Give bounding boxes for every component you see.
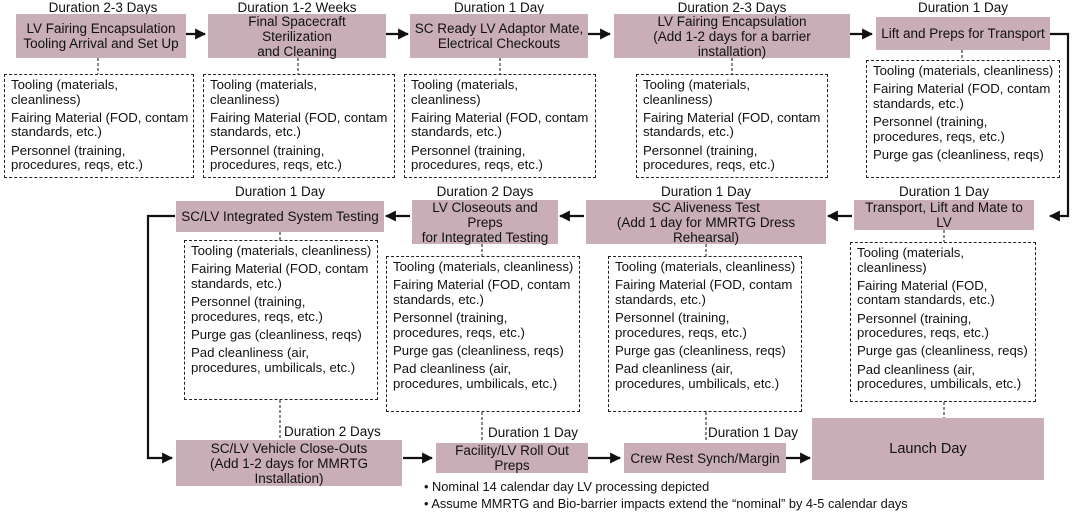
checklist-item: Fairing Material (FOD, contam standards,… bbox=[643, 109, 821, 140]
step1-title-line2: Tooling Arrival and Set Up bbox=[23, 36, 179, 51]
step6-title: Transport, Lift and Mate to LV bbox=[865, 200, 1023, 230]
checklist-item: Personnel (training, procedures, reqs, e… bbox=[873, 113, 1005, 144]
step7-title-line1: SC Aliveness Test bbox=[652, 199, 760, 215]
step5-checklist: Tooling (materials, cleanliness) Fairing… bbox=[866, 60, 1060, 178]
checklist-item: Tooling (materials, cleanliness) bbox=[411, 77, 519, 107]
step4-title-line1: LV Fairing Encapsulation bbox=[657, 13, 807, 29]
assumption-notes: Nominal 14 calendar day LV processing de… bbox=[424, 478, 908, 512]
checklist-item: Pad cleanliness (air, procedures, umbili… bbox=[615, 360, 780, 391]
step7-box: SC Aliveness Test(Add 1 day for MMRTG Dr… bbox=[586, 199, 826, 245]
note-item: Assume MMRTG and Bio-barrier impacts ext… bbox=[424, 495, 907, 512]
checklist-item: Personnel (training, procedures, reqs, e… bbox=[393, 309, 525, 340]
checklist-item: Pad cleanliness (air, procedures, umbili… bbox=[857, 361, 1022, 392]
checklist-item: Personnel (training, procedures, reqs, e… bbox=[11, 142, 143, 173]
step1-title-line1: LV Fairing Encapsulation bbox=[26, 21, 176, 36]
step3-duration: Duration 1 Day bbox=[453, 0, 545, 15]
step10-title-line2: (Add 1-2 days for MMRTG Installation) bbox=[209, 455, 369, 486]
checklist-item: Fairing Material (FOD, contam standards,… bbox=[11, 109, 189, 140]
step4-checklist: Tooling (materials, cleanliness) Fairing… bbox=[636, 74, 828, 178]
step8-title-line2: for Integrated Testing bbox=[421, 229, 549, 245]
checklist-item: Personnel (training, procedures, reqs, e… bbox=[615, 309, 747, 340]
step8-title-line1: LV Closeouts and Preps bbox=[432, 199, 538, 230]
checklist-item: Tooling (materials, cleanliness) bbox=[643, 77, 751, 107]
checklist-item: Personnel (training, procedures, reqs, e… bbox=[643, 142, 775, 173]
step2-title-line1: Final Spacecraft Sterilization bbox=[248, 13, 346, 44]
step9-checklist: Tooling (materials, cleanliness) Fairing… bbox=[184, 240, 378, 400]
checklist-item: Fairing Material (FOD, contam standards,… bbox=[615, 277, 793, 307]
step9-title: SC/LV Integrated System Testing bbox=[181, 209, 379, 224]
checklist-item: Fairing Material (FOD, contam standards,… bbox=[210, 109, 388, 140]
step9-box: SC/LV Integrated System Testing bbox=[176, 201, 384, 232]
step11-box: Facility/LV Roll Out Preps bbox=[436, 443, 588, 473]
checklist-item: Purge gas (cleanliness, reqs) bbox=[615, 342, 786, 358]
step6-checklist: Tooling (materials, cleanliness) Fairing… bbox=[850, 242, 1036, 402]
step10-box: SC/LV Vehicle Close-Outs(Add 1-2 days fo… bbox=[176, 440, 402, 486]
step4-box: LV Fairing Encapsulation(Add 1-2 days fo… bbox=[614, 13, 850, 59]
checklist-item: Tooling (materials, cleanliness) bbox=[857, 245, 965, 275]
checklist-item: Tooling (materials, cleanliness) bbox=[615, 259, 796, 274]
step3-box: SC Ready LV Adaptor Mate,Electrical Chec… bbox=[410, 14, 588, 58]
checklist-item: Purge gas (cleanliness, reqs) bbox=[393, 342, 564, 358]
step10-duration: Duration 2 Days bbox=[284, 424, 381, 439]
checklist-item: Personnel (training, procedures, reqs, e… bbox=[210, 142, 342, 173]
step3-title-line1: SC Ready LV Adaptor Mate, bbox=[414, 21, 584, 36]
step12-duration: Duration 1 Day bbox=[708, 425, 799, 440]
step6-duration: Duration 1 Day bbox=[898, 184, 990, 199]
step12-title: Crew Rest Synch/Margin bbox=[630, 450, 780, 466]
step10-title-line1: SC/LV Vehicle Close-Outs bbox=[210, 440, 368, 456]
checklist-item: Personnel (training, procedures, reqs, e… bbox=[191, 293, 323, 324]
arrow-step9-to-step10 bbox=[146, 214, 175, 464]
checklist-item: Fairing Material (FOD, contam standards,… bbox=[411, 109, 589, 140]
step5-duration: Duration 1 Day bbox=[917, 0, 1009, 15]
step8-duration: Duration 2 Days bbox=[436, 184, 534, 199]
launch-day-title: Launch Day bbox=[889, 440, 967, 457]
checklist-item: Tooling (materials, cleanliness) bbox=[11, 77, 119, 107]
step1-duration: Duration 2-3 Days bbox=[48, 0, 158, 15]
step1-checklist: Tooling (materials, cleanliness) Fairing… bbox=[4, 74, 194, 178]
checklist-item: Tooling (materials, cleanliness) bbox=[873, 63, 1054, 78]
step4-title-line2: (Add 1-2 days for a barrier installation… bbox=[653, 28, 811, 59]
checklist-item: Fairing Material (FOD, contam standards,… bbox=[857, 277, 995, 308]
checklist-item: Tooling (materials, cleanliness) bbox=[191, 243, 372, 258]
checklist-item: Pad cleanliness (air, procedures, umbili… bbox=[191, 344, 356, 375]
checklist-item: Pad cleanliness (air, procedures, umbili… bbox=[393, 360, 558, 391]
step3-checklist: Tooling (materials, cleanliness) Fairing… bbox=[404, 74, 596, 178]
step4-duration: Duration 2-3 Days bbox=[677, 0, 787, 15]
checklist-item: Purge gas (cleanliness, reqs) bbox=[191, 326, 362, 342]
checklist-item: Purge gas (cleanliness, reqs) bbox=[857, 343, 1028, 359]
arrow-step5-to-step6 bbox=[1048, 32, 1070, 222]
launch-day-box: Launch Day bbox=[812, 418, 1044, 480]
step7-title-line2: (Add 1 day for MMRTG Dress Rehearsal) bbox=[616, 214, 796, 245]
checklist-item: Fairing Material (FOD, contam standards,… bbox=[191, 261, 369, 291]
checklist-item: Fairing Material (FOD, contam standards,… bbox=[393, 277, 571, 307]
step8-checklist: Tooling (materials, cleanliness) Fairing… bbox=[386, 256, 580, 412]
checklist-item: Fairing Material (FOD, contam standards,… bbox=[873, 81, 1051, 111]
step5-box: Lift and Preps for Transport bbox=[876, 17, 1050, 50]
checklist-item: Personnel (training, procedures, reqs, e… bbox=[411, 142, 543, 173]
step12-box: Crew Rest Synch/Margin bbox=[624, 443, 786, 473]
note-item: Nominal 14 calendar day LV processing de… bbox=[424, 478, 908, 495]
checklist-item: Tooling (materials, cleanliness) bbox=[393, 259, 574, 274]
step2-title-line2: and Cleaning bbox=[257, 43, 337, 59]
checklist-item: Tooling (materials, cleanliness) bbox=[210, 77, 318, 107]
step2-duration: Duration 1-2 Weeks bbox=[237, 0, 357, 15]
step7-checklist: Tooling (materials, cleanliness) Fairing… bbox=[608, 256, 802, 412]
checklist-item: Purge gas (cleanliness, reqs) bbox=[873, 146, 1044, 162]
step2-checklist: Tooling (materials, cleanliness) Fairing… bbox=[203, 74, 395, 178]
checklist-item: Personnel (training, procedures, reqs, e… bbox=[857, 310, 989, 341]
step6-box: Transport, Lift and Mate to LV bbox=[854, 200, 1034, 230]
step11-title: Facility/LV Roll Out Preps bbox=[455, 443, 569, 473]
step11-duration: Duration 1 Day bbox=[488, 425, 579, 440]
step9-duration: Duration 1 Day bbox=[234, 184, 326, 199]
step3-title-line2: Electrical Checkouts bbox=[437, 36, 561, 51]
step5-title: Lift and Preps for Transport bbox=[881, 26, 1045, 41]
step7-duration: Duration 1 Day bbox=[660, 184, 752, 199]
